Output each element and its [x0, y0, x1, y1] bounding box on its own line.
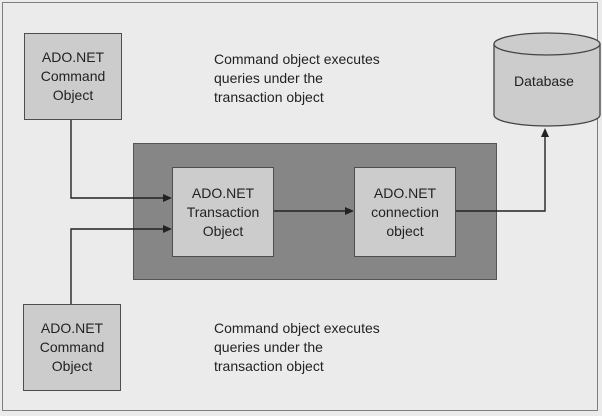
edge-command-bottom-to-transaction — [70, 228, 164, 304]
connection-object: ADO.NET connection object — [354, 167, 456, 257]
database-cylinder — [493, 32, 601, 127]
transaction-object: ADO.NET Transaction Object — [172, 167, 274, 257]
arrowhead-transaction-to-connection — [345, 207, 354, 215]
diagram-frame — [2, 2, 598, 411]
note-top: Command object executes queries under th… — [214, 51, 380, 105]
command-object-bottom: ADO.NET Command Object — [23, 304, 121, 391]
edge-connection-to-database — [456, 136, 546, 212]
arrowhead-connection-to-database — [541, 128, 549, 137]
arrowhead-command-top-to-transaction — [163, 194, 172, 202]
command-object-top: ADO.NET Command Object — [24, 33, 122, 120]
database-cylinder-top — [493, 32, 601, 56]
note-bottom: Command object executes queries under th… — [214, 320, 380, 374]
database-label: Database — [514, 73, 574, 89]
edge-command-top-to-transaction — [70, 120, 164, 199]
database-cylinder-body — [493, 43, 601, 127]
arrowhead-command-bottom-to-transaction — [163, 225, 172, 233]
